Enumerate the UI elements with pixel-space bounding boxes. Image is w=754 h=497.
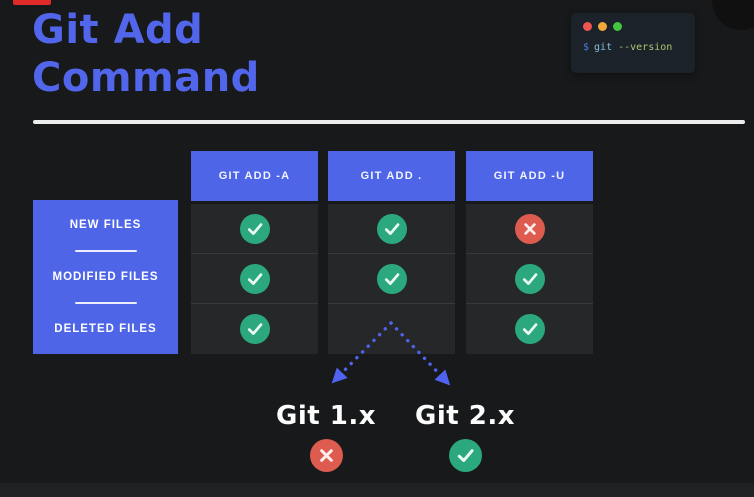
version-outcome-git-1x: Git 1.x — [266, 401, 386, 477]
table-cell — [328, 303, 455, 353]
row-label-new-files: NEW FILES — [69, 219, 142, 231]
row-label-deleted-files: DELETED FILES — [54, 323, 157, 335]
terminal-command-line: $ git --version — [583, 42, 683, 53]
terminal-dot-green — [613, 22, 622, 31]
cross-icon — [514, 213, 545, 244]
terminal-dot-yellow — [598, 22, 607, 31]
terminal-dot-red — [583, 22, 592, 31]
check-icon — [448, 439, 482, 472]
table-cell — [466, 204, 593, 253]
table-column-card-git-add-a — [191, 204, 318, 354]
title-divider — [33, 120, 745, 124]
row-label-divider — [74, 302, 137, 304]
bottom-strip — [0, 483, 754, 497]
column-header-git-add-u: GIT ADD -U — [466, 151, 593, 201]
row-label-divider — [74, 250, 137, 252]
table-cell — [466, 303, 593, 353]
version-status-git-2x — [405, 439, 525, 477]
red-accent-bar — [13, 0, 51, 5]
table-column-card-git-add-u — [466, 204, 593, 354]
row-label-modified-files: MODIFIED FILES — [52, 271, 159, 283]
check-icon — [376, 263, 407, 294]
column-header-git-add-dot: GIT ADD . — [328, 151, 455, 201]
table-cell — [191, 253, 318, 303]
terminal-prompt: $ — [583, 42, 590, 53]
table-cell — [191, 303, 318, 353]
version-split-arrows-icon — [331, 321, 451, 386]
column-header-git-add-a: GIT ADD -A — [191, 151, 318, 201]
page-title: Git Add Command — [32, 7, 260, 101]
row-labels-panel: NEW FILES MODIFIED FILES DELETED FILES — [33, 200, 178, 354]
check-icon — [514, 263, 545, 294]
version-outcome-git-2x: Git 2.x — [405, 401, 525, 477]
table-cell — [328, 253, 455, 303]
table-cell — [328, 204, 455, 253]
check-icon — [239, 213, 270, 244]
check-icon — [239, 313, 270, 344]
terminal-command: git — [594, 42, 613, 53]
table-column-card-git-add-dot — [328, 204, 455, 354]
table-cell — [466, 253, 593, 303]
corner-circle-decoration — [712, 0, 754, 30]
check-icon — [376, 213, 407, 244]
terminal-dots — [583, 22, 683, 31]
terminal-window: $ git --version — [571, 13, 695, 73]
version-label-git-1x: Git 1.x — [276, 401, 376, 431]
table-cell — [191, 204, 318, 253]
version-label-git-2x: Git 2.x — [415, 401, 515, 431]
cross-icon — [309, 439, 343, 472]
check-icon — [239, 263, 270, 294]
terminal-flag: --version — [618, 42, 673, 53]
check-icon — [514, 313, 545, 344]
version-status-git-1x — [266, 439, 386, 477]
